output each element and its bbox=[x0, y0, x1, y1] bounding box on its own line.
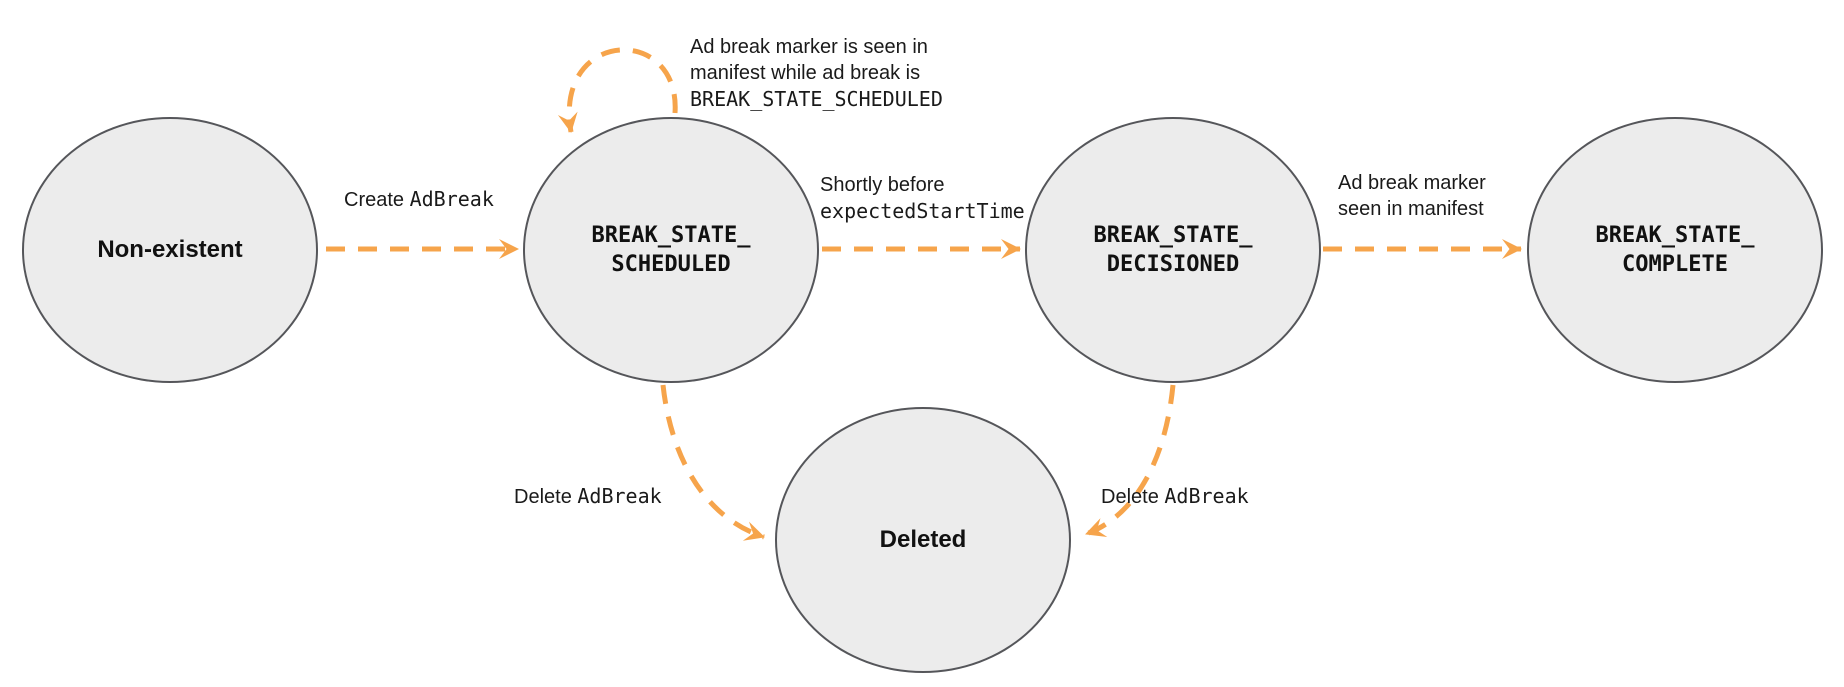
node-non-existent-label: Non-existent bbox=[97, 236, 243, 263]
edge-label-line1: Ad break marker bbox=[1338, 172, 1486, 194]
edge-delete-adbreak-from-scheduled bbox=[660, 384, 765, 541]
edge-label-line2: seen in manifest bbox=[1338, 198, 1484, 220]
edge-label-line2: manifest while ad break is bbox=[690, 62, 921, 84]
node-label-line1: BREAK_STATE_ bbox=[1595, 223, 1755, 248]
node-break-state-decisioned-label: BREAK_STATE_ DECISIONED bbox=[1094, 221, 1253, 279]
node-label-line2: COMPLETE bbox=[1622, 252, 1728, 277]
edge-label-code: expectedStartTime bbox=[820, 199, 1025, 223]
node-deleted-label: Deleted bbox=[879, 526, 967, 553]
node-break-state-complete: BREAK_STATE_ COMPLETE bbox=[1527, 117, 1823, 383]
edge-label-text: Delete bbox=[1101, 486, 1159, 508]
node-break-state-scheduled-label: BREAK_STATE_ SCHEDULED bbox=[592, 221, 751, 279]
node-break-state-scheduled: BREAK_STATE_ SCHEDULED bbox=[523, 117, 819, 383]
node-break-state-decisioned: BREAK_STATE_ DECISIONED bbox=[1025, 117, 1321, 383]
node-non-existent: Non-existent bbox=[22, 117, 318, 383]
edge-label-delete-adbreak-right: Delete AdBreak bbox=[1101, 483, 1249, 510]
node-label-line1: BREAK_STATE_ bbox=[1093, 223, 1253, 248]
edge-label-text: Create bbox=[344, 189, 405, 211]
node-label-line1: BREAK_STATE_ bbox=[591, 223, 751, 248]
node-label-line2: SCHEDULED bbox=[611, 252, 731, 277]
node-break-state-complete-label: BREAK_STATE_ COMPLETE bbox=[1596, 221, 1755, 279]
edge-label-code: BREAK_STATE_SCHEDULED bbox=[690, 87, 943, 111]
edge-label-line1: Shortly before bbox=[820, 174, 945, 196]
edge-self-loop-scheduled bbox=[557, 47, 678, 133]
node-deleted: Deleted bbox=[775, 407, 1071, 673]
edge-label-shortly-before: Shortly before expectedStartTime bbox=[820, 172, 1025, 224]
edge-label-code: AdBreak bbox=[577, 484, 662, 508]
edge-label-code: AdBreak bbox=[1164, 484, 1249, 508]
edge-label-delete-adbreak-left: Delete AdBreak bbox=[514, 483, 662, 510]
edge-label-self-loop: Ad break marker is seen in manifest whil… bbox=[690, 34, 943, 112]
edge-label-code: AdBreak bbox=[409, 187, 494, 211]
edge-label-text: Delete bbox=[514, 486, 572, 508]
edge-label-create-adbreak: Create AdBreak bbox=[344, 186, 494, 213]
edge-delete-adbreak-from-decisioned bbox=[1085, 384, 1176, 537]
edge-label-marker-seen: Ad break marker seen in manifest bbox=[1338, 170, 1486, 222]
node-label-line2: DECISIONED bbox=[1106, 252, 1240, 277]
edge-label-line1: Ad break marker is seen in bbox=[690, 36, 928, 58]
